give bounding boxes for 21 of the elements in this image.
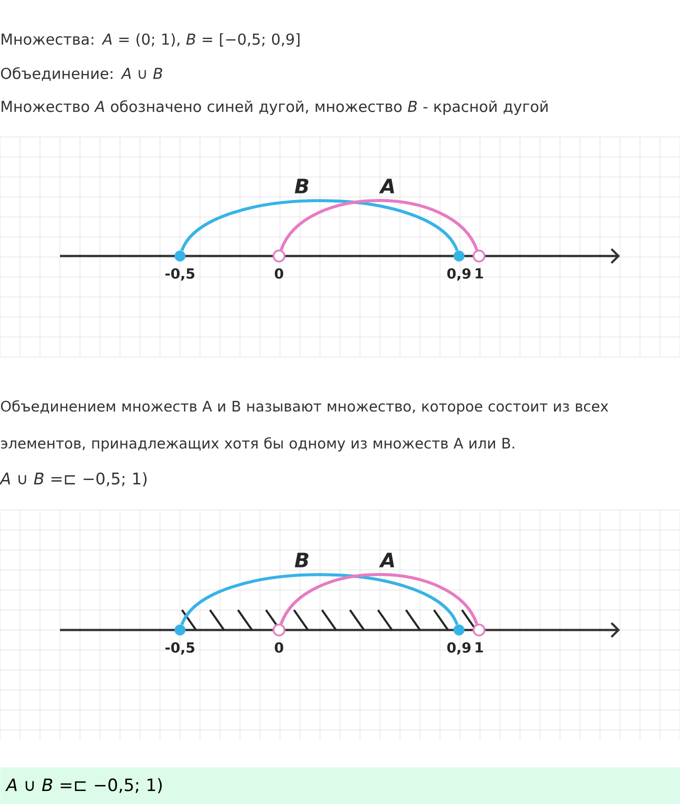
arc: [280, 199, 478, 251]
answer-band: A ∪ B =⊏ −0,5; 1): [0, 767, 680, 804]
text-line: Множества: A = (0; 1), B = [−0,5; 0,9]: [2, 33, 300, 47]
arc-label: B: [294, 552, 308, 568]
arc-label: B: [294, 178, 308, 194]
arc-label: A: [378, 178, 394, 194]
tick-label: 0,9: [447, 642, 470, 655]
text-line: Множество A обозначено синей дугой, множество B - красной дугой: [2, 100, 548, 115]
tick-label: 0: [274, 268, 284, 279]
tick-label: -0,5: [165, 268, 194, 281]
text-line: Объединением множеств А и В называют множество, которое состоит из всех элементов, принадлежащих хотя бы одному из множеств А или В.: [1, 400, 608, 452]
tick-label: 1: [476, 642, 483, 652]
text-line: Объединение: A ∪ B: [1, 67, 162, 81]
arc: [180, 573, 458, 626]
arc-label: A: [378, 552, 394, 568]
arc: [280, 573, 478, 625]
tick-label: -0,5: [165, 642, 194, 655]
tick-label: 0,9: [447, 268, 470, 281]
tick-label: 0: [274, 642, 284, 653]
tick-label: 1: [476, 268, 483, 278]
arc: [180, 199, 458, 252]
